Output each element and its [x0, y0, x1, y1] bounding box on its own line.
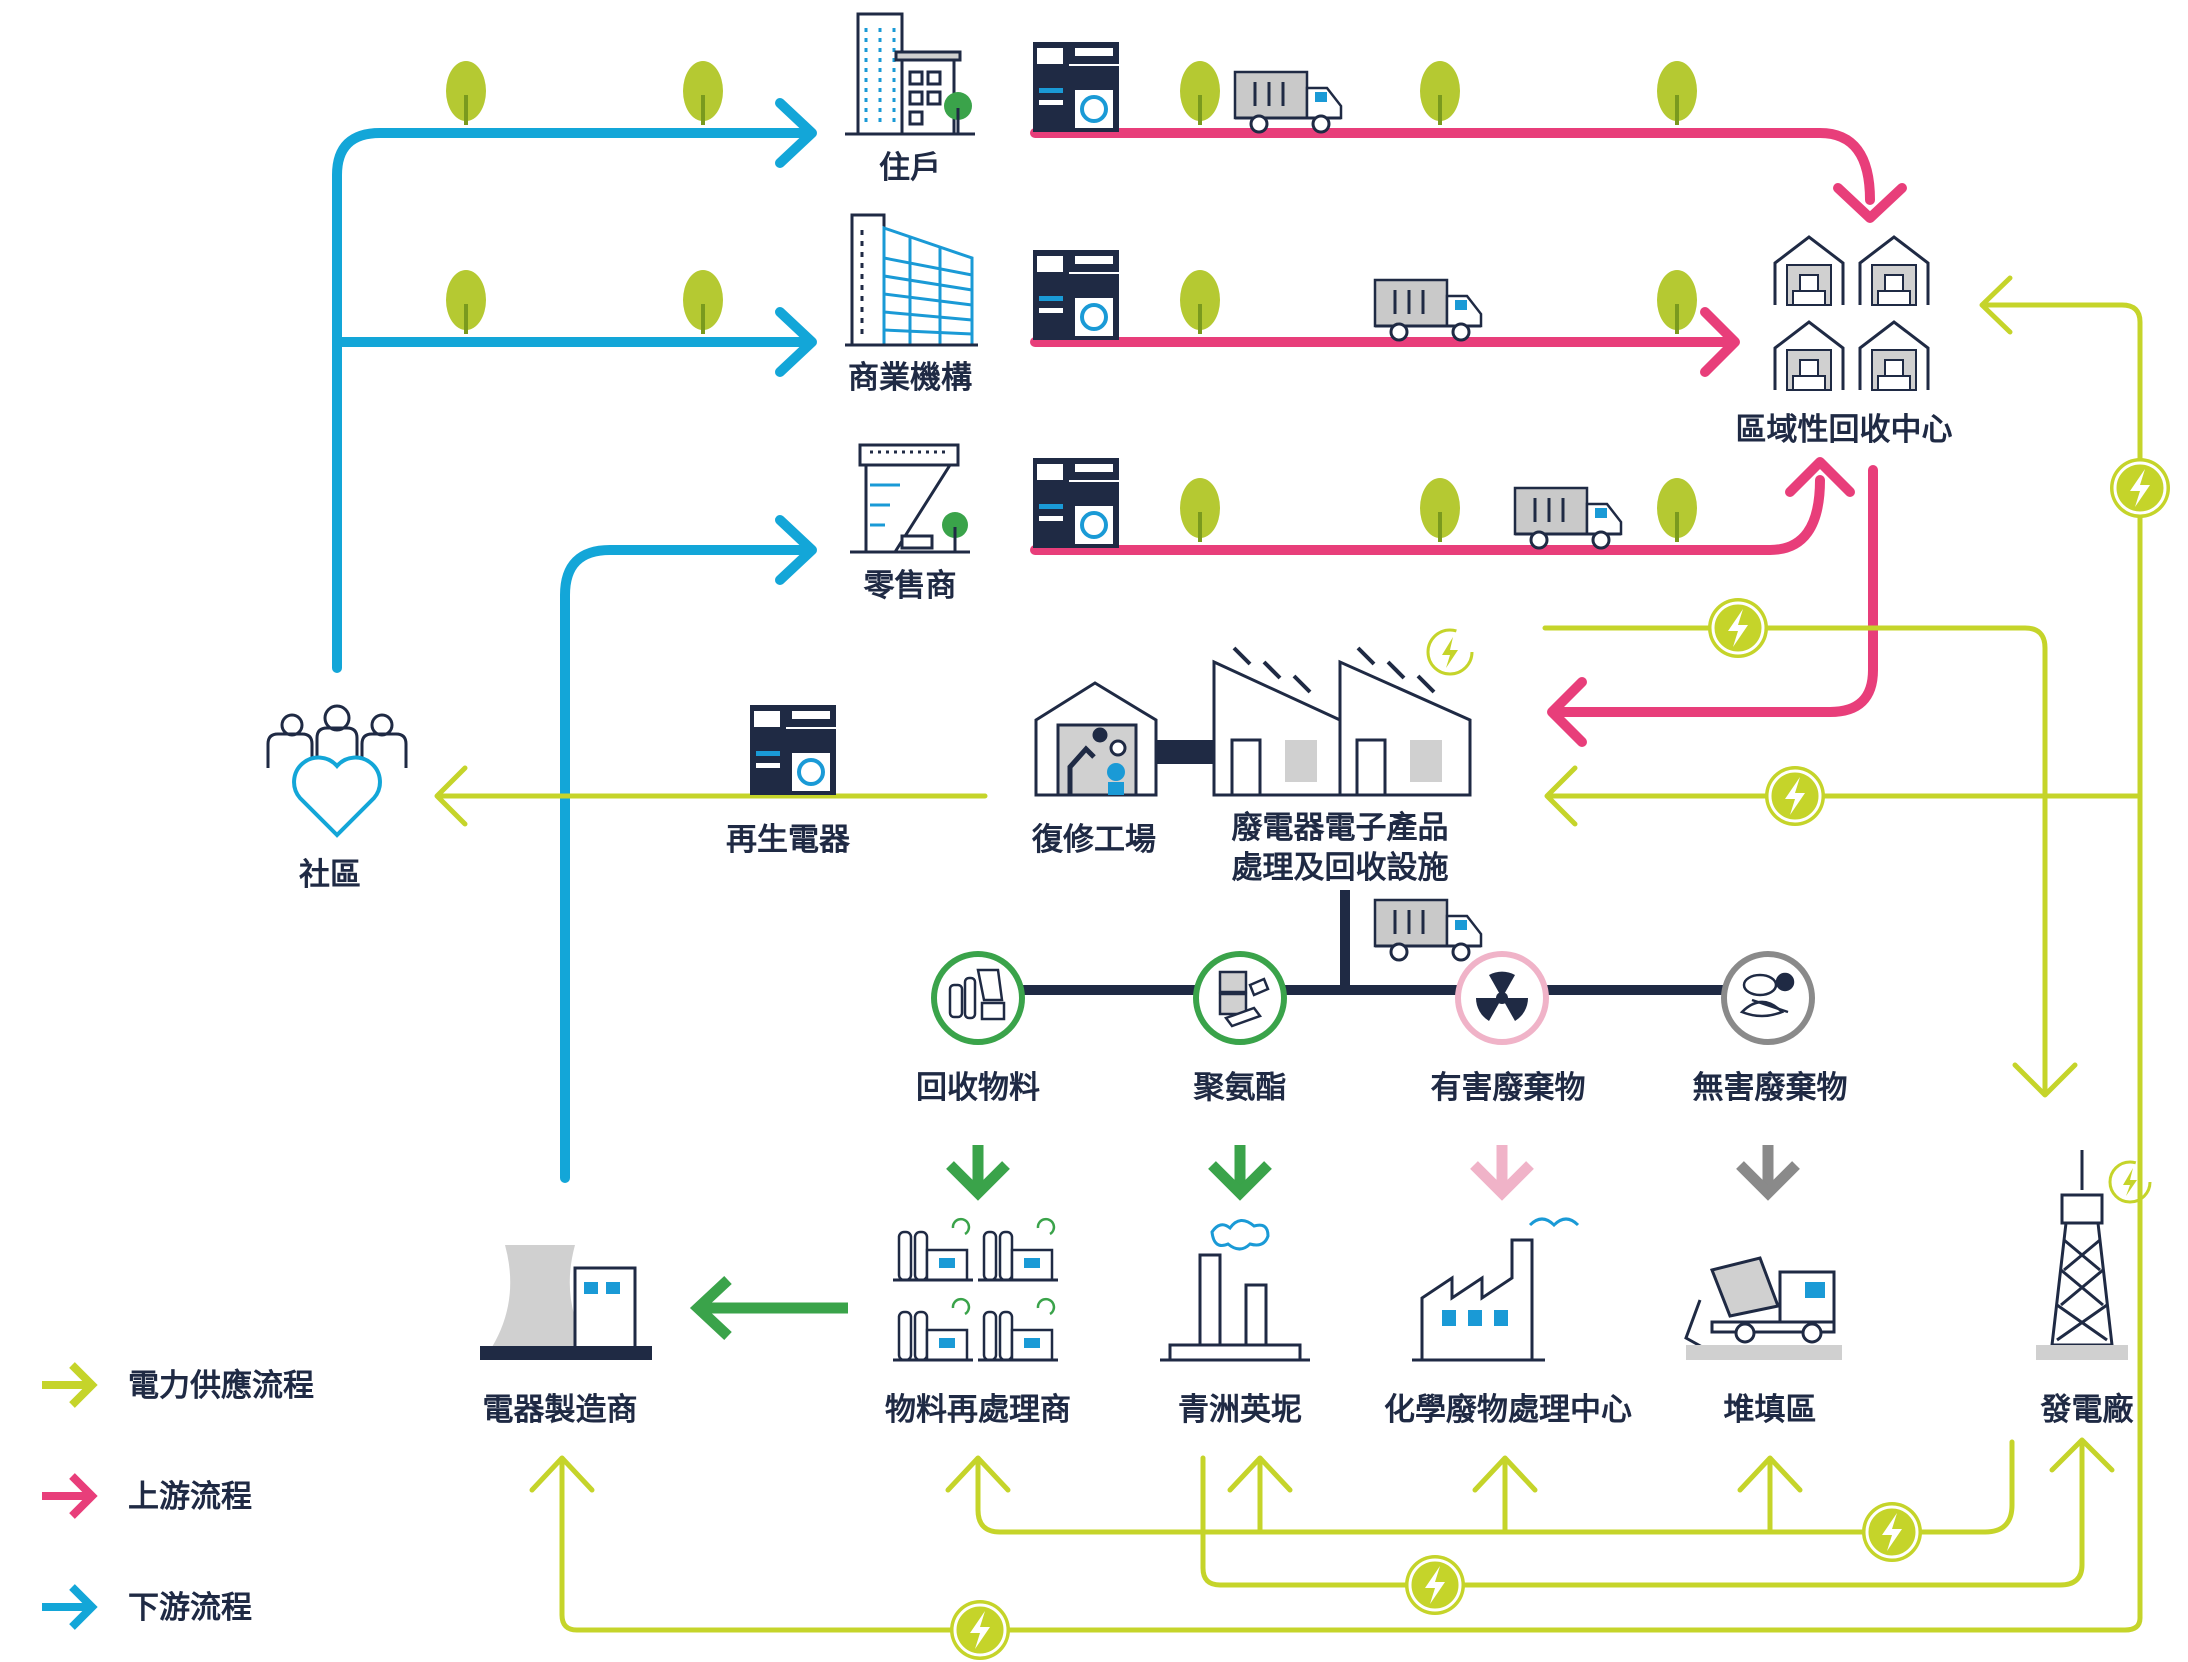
- landfill-truck-icon: [1684, 1256, 1842, 1360]
- node-labels: 住戶 商業機構 零售商 區域性回收中心 社區 再生電器 復修工場 廢電器電子產品…: [299, 150, 2134, 1428]
- tsing-yi-label: 青洲英坭: [1178, 1392, 1302, 1428]
- household-label: 住戶: [879, 150, 941, 186]
- retail-building-icon: [850, 443, 970, 554]
- legend-downstream-label: 下游流程: [128, 1590, 252, 1626]
- appliance-stack-icon: [1031, 40, 1121, 134]
- repair-workshop-label: 復修工場: [1031, 822, 1156, 858]
- down-arrows: [946, 1145, 1800, 1201]
- weee-facility-label-2: 處理及回收設施: [1232, 850, 1449, 886]
- tree-icon: [1418, 476, 1462, 544]
- factory-icon: [1160, 1219, 1310, 1362]
- lightning-icon: [1860, 1500, 1924, 1564]
- upstream-flows: [1030, 128, 1907, 747]
- recyclables-circle-icon: [931, 951, 1025, 1045]
- nonhazardous-label: 無害廢棄物: [1693, 1070, 1848, 1106]
- warehouse-icon: [1773, 235, 1930, 392]
- power-to-facility-top: [1542, 625, 2048, 1095]
- tree-icon: [1418, 59, 1462, 127]
- commercial-label: 商業機構: [848, 360, 972, 396]
- power-to-reprocessor-and-others: [975, 1439, 2015, 1535]
- lightning-icon: [1706, 596, 1770, 660]
- household-building-icon: [845, 12, 975, 136]
- legend-downstream: 下游流程: [42, 1584, 252, 1630]
- weee-facility-icon: [1212, 628, 1474, 797]
- downstream-flows: [332, 98, 817, 1183]
- connector-bar: [1156, 740, 1214, 764]
- legend: 電力供應流程 上游流程 下游流程: [42, 1362, 314, 1630]
- distribution-branches: [975, 890, 1770, 995]
- reprocessor-label: 物料再處理商: [885, 1392, 1071, 1428]
- flow-household-to-center: [1030, 128, 1875, 205]
- tree-icon: [1655, 476, 1699, 544]
- power-to-regional-center: [1982, 302, 2143, 1095]
- lightning-icon: [1403, 1553, 1467, 1617]
- reprocessor-to-manufacturer-arrow: [689, 1275, 848, 1341]
- repair-workshop-icon: [1034, 681, 1158, 797]
- power-flows: [434, 275, 2143, 1633]
- power-loop-middle: [1200, 1442, 2085, 1588]
- truck-icon: [1373, 278, 1483, 342]
- lightning-icon: [2108, 456, 2172, 520]
- nonhazardous-circle-icon: [1721, 951, 1815, 1045]
- refurbished-label: 再生電器: [726, 822, 851, 858]
- tree-icon: [1178, 268, 1222, 336]
- flow-manufacturer-to-retailer: [560, 545, 805, 1183]
- flow-center-to-facility: [1555, 465, 1878, 717]
- power-plant-label: 發電廠: [2040, 1392, 2134, 1428]
- polyurethane-circle-icon: [1193, 951, 1287, 1045]
- radiation-icon: [1455, 951, 1549, 1045]
- pylon-tower-icon: [2036, 1150, 2152, 1360]
- manufacturer-label: 電器製造商: [483, 1392, 638, 1428]
- community-heart-icon: [266, 704, 408, 838]
- legend-upstream-label: 上游流程: [128, 1479, 252, 1515]
- weee-facility-label-1: 廢電器電子產品: [1232, 810, 1449, 846]
- reprocessor-plants-icon: [891, 1217, 1060, 1362]
- chemical-plant-icon: [1412, 1217, 1580, 1362]
- tree-icon: [444, 268, 488, 336]
- power-to-manufacturer: [559, 1089, 2143, 1633]
- tree-icon: [1655, 268, 1699, 336]
- appliance-stack-icon: [1031, 248, 1121, 342]
- legend-upstream: 上游流程: [42, 1473, 252, 1519]
- polyurethane-label: 聚氨酯: [1193, 1070, 1287, 1106]
- tree-icon: [681, 268, 725, 336]
- tree-icon: [444, 59, 488, 127]
- tree-icon: [681, 59, 725, 127]
- manufacturer-cooling-tower-icon: [480, 1245, 652, 1360]
- flow-community-to-household: [332, 128, 805, 673]
- hazardous-label: 有害廢棄物: [1431, 1070, 1586, 1106]
- lightning-icon: [948, 1598, 1012, 1662]
- retailer-label: 零售商: [864, 568, 957, 604]
- tree-icon: [1178, 59, 1222, 127]
- flow-retailer-to-center: [1030, 475, 1825, 555]
- truck-icon: [1373, 898, 1483, 962]
- truck-icon: [1233, 70, 1343, 134]
- legend-power: 電力供應流程: [42, 1362, 314, 1408]
- tree-icon: [1655, 59, 1699, 127]
- tree-icon: [1178, 476, 1222, 544]
- landfill-label: 堆填區: [1724, 1392, 1817, 1428]
- regional-center-label: 區域性回收中心: [1736, 412, 1953, 448]
- legend-power-label: 電力供應流程: [128, 1368, 314, 1404]
- community-label: 社區: [299, 857, 361, 893]
- appliance-stack-icon: [748, 703, 838, 797]
- appliance-stack-icon: [1031, 456, 1121, 550]
- recyclables-label: 回收物料: [916, 1070, 1040, 1106]
- truck-icon: [1513, 486, 1623, 550]
- commercial-building-icon: [845, 213, 978, 347]
- lightning-icon: [1763, 764, 1827, 828]
- chemical-center-label: 化學廢物處理中心: [1384, 1392, 1632, 1428]
